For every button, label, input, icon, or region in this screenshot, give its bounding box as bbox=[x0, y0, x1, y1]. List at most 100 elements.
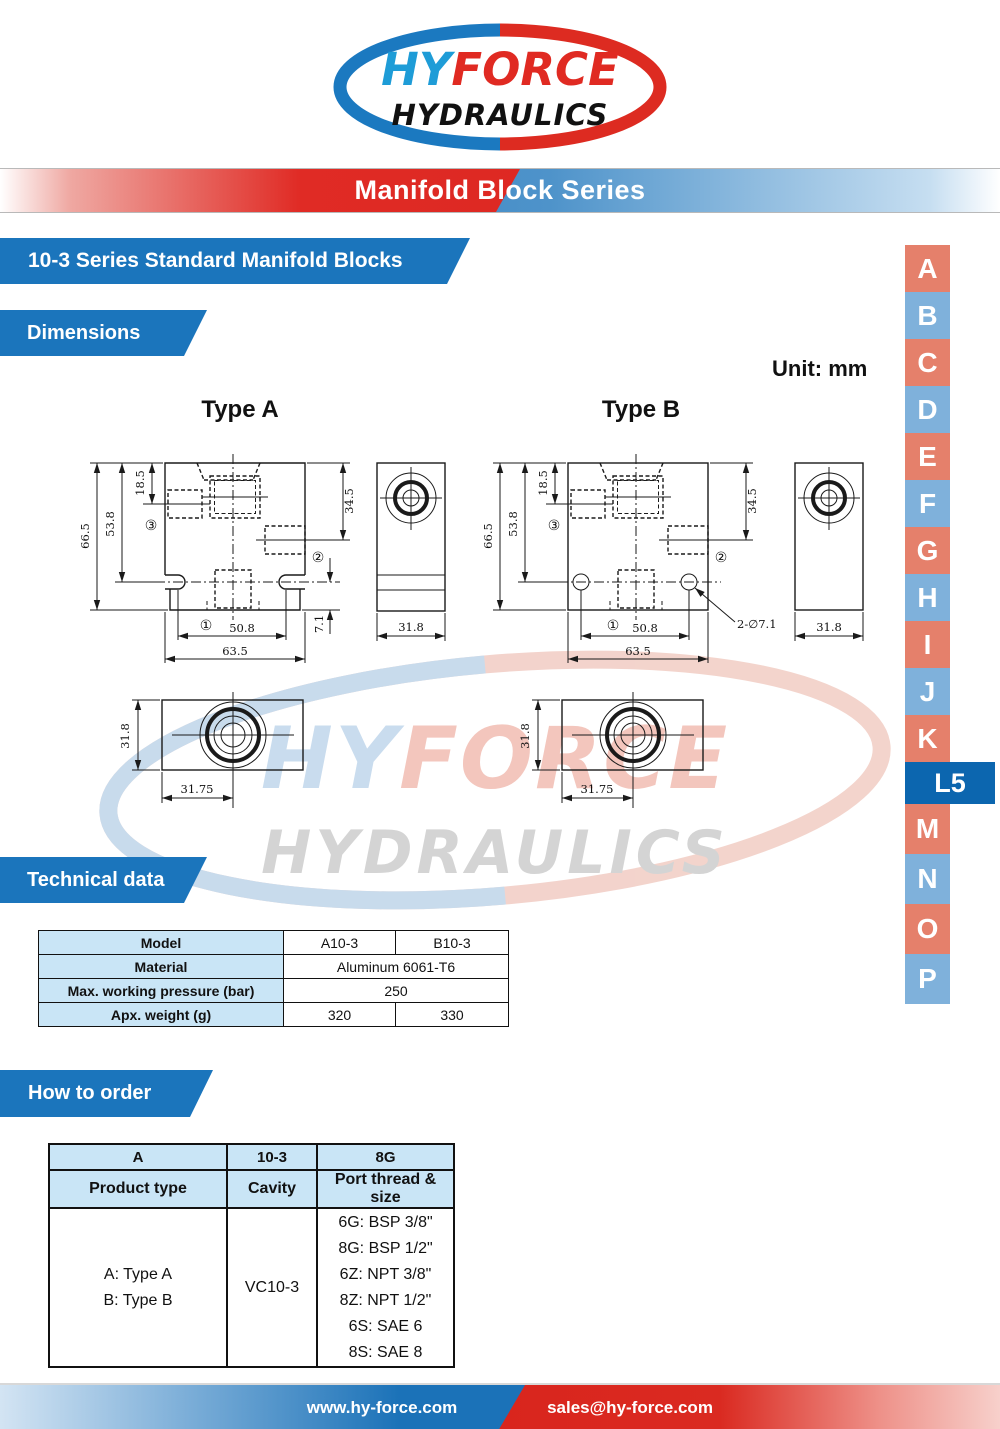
tech-value-model-a: A10-3 bbox=[283, 930, 396, 955]
main-banner-blue-half bbox=[496, 169, 1000, 212]
port-3-mark: ③ bbox=[548, 518, 561, 534]
company-logo: HYFORCE HYDRAULICS bbox=[333, 23, 667, 151]
table-row: Material Aluminum 6061-T6 bbox=[38, 954, 509, 979]
footer-blue-half bbox=[0, 1385, 525, 1429]
footer-bar: www.hy-force.com sales@hy-force.com bbox=[0, 1383, 1000, 1429]
technical-data-banner: Technical data bbox=[0, 857, 207, 903]
order-code-product: A bbox=[48, 1143, 228, 1171]
index-tab-o: O bbox=[905, 904, 950, 954]
dim-66-5: 66.5 bbox=[78, 523, 92, 549]
side-view-outline bbox=[794, 462, 864, 611]
dim-53-8: 53.8 bbox=[103, 511, 117, 537]
type-b-title: Type B bbox=[601, 396, 681, 423]
dim-31-8: 31.8 bbox=[518, 723, 532, 749]
dim-63-5: 63.5 bbox=[222, 644, 248, 658]
port-1-mark: ① bbox=[607, 618, 620, 634]
logo-oval-red bbox=[499, 23, 667, 151]
dim-7-1: 7.1 bbox=[312, 615, 326, 633]
tech-value-weight-b: 330 bbox=[395, 1002, 509, 1027]
dim-18-5: 18.5 bbox=[536, 470, 550, 496]
port-1-flange bbox=[206, 601, 260, 611]
footer-website-link[interactable]: www.hy-force.com bbox=[306, 1398, 458, 1417]
holes-leader-line bbox=[694, 587, 736, 623]
tech-label-pressure: Max. working pressure (bar) bbox=[38, 978, 284, 1003]
left-slot bbox=[165, 574, 186, 590]
tech-value-weight-a: 320 bbox=[283, 1002, 396, 1027]
logo-name: HYFORCE bbox=[381, 43, 619, 96]
main-banner-title: Manifold Block Series bbox=[354, 175, 646, 205]
table-row: A 10-3 8G bbox=[48, 1143, 455, 1171]
dim-50-8: 50.8 bbox=[632, 621, 658, 635]
top-port-taper bbox=[196, 462, 261, 481]
tech-label-material: Material bbox=[38, 954, 284, 979]
index-tab-g: G bbox=[905, 527, 950, 574]
port-option: 6Z: NPT 3/8" bbox=[339, 1265, 432, 1283]
block-outline bbox=[567, 462, 709, 611]
order-code-table: A 10-3 8G Product type Cavity Port threa… bbox=[48, 1143, 455, 1368]
order-code-port: 8G bbox=[316, 1143, 455, 1171]
index-tab-n: N bbox=[905, 854, 950, 904]
right-slot bbox=[278, 574, 305, 590]
index-tab-j: J bbox=[905, 668, 950, 715]
type-a-title: Type A bbox=[201, 396, 279, 423]
product-type-option-b: B: Type B bbox=[103, 1291, 173, 1309]
port-option: 8Z: NPT 1/2" bbox=[339, 1291, 432, 1309]
logo-oval-blue bbox=[333, 23, 501, 151]
dim-34-5: 34.5 bbox=[342, 488, 356, 514]
logo-subtitle: HYDRAULICS bbox=[392, 98, 609, 132]
index-tab-c: C bbox=[905, 339, 950, 386]
block-outline-lower bbox=[169, 589, 301, 611]
tech-value-pressure: 250 bbox=[283, 978, 509, 1003]
index-tab-d: D bbox=[905, 386, 950, 433]
port-option: 6G: BSP 3/8" bbox=[338, 1213, 433, 1231]
index-tab-f: F bbox=[905, 480, 950, 527]
main-series-banner: Manifold Block Series bbox=[0, 168, 1000, 213]
dim-63-5: 63.5 bbox=[625, 644, 651, 658]
port-2-mark: ② bbox=[312, 550, 325, 566]
index-tab-a: A bbox=[905, 245, 950, 292]
watermark-logo: HYFORCE HYDRAULICS bbox=[99, 650, 891, 910]
tech-value-model-b: B10-3 bbox=[395, 930, 509, 955]
port-1-flange bbox=[609, 601, 663, 611]
port-1-mark: ① bbox=[200, 618, 213, 634]
unit-note: Unit: mm bbox=[772, 356, 868, 381]
dimensions-heading-banner: Dimensions bbox=[0, 310, 207, 356]
side-view-outline bbox=[376, 462, 446, 612]
table-row: Model A10-3 B10-3 bbox=[38, 930, 509, 955]
index-tab-e: E bbox=[905, 433, 950, 480]
order-code-cavity: 10-3 bbox=[226, 1143, 318, 1171]
order-port-options: 6G: BSP 3/8" 8G: BSP 1/2" 6Z: NPT 3/8" 8… bbox=[316, 1207, 455, 1368]
tech-label-model: Model bbox=[38, 930, 284, 955]
index-tab-m: M bbox=[905, 804, 950, 854]
type-a-bottom-view: 31.8 31.75 bbox=[118, 692, 304, 808]
tech-value-material: Aluminum 6061-T6 bbox=[283, 954, 509, 979]
block-outline-upper bbox=[164, 462, 306, 575]
table-row: Product type Cavity Port thread & size bbox=[48, 1169, 455, 1209]
footer-email-link[interactable]: sales@hy-force.com bbox=[547, 1398, 713, 1417]
type-a-drawing: 66.5 53.8 18.5 34.5 7.1 50.8 63.5 ③ ② ① bbox=[78, 454, 446, 663]
index-tab-b: B bbox=[905, 292, 950, 339]
port-3-mark: ③ bbox=[145, 518, 158, 534]
dim-2x7-1: 2-∅7.1 bbox=[737, 617, 777, 631]
port-option: 6S: SAE 6 bbox=[348, 1317, 423, 1335]
dim-53-8: 53.8 bbox=[506, 511, 520, 537]
tech-label-weight: Apx. weight (g) bbox=[38, 1002, 284, 1027]
index-tab-i: I bbox=[905, 621, 950, 668]
watermark-text-2: HYDRAULICS bbox=[261, 818, 729, 888]
table-row: Max. working pressure (bar) 250 bbox=[38, 978, 509, 1003]
top-port-taper bbox=[599, 462, 664, 481]
dim-side-31-8: 31.8 bbox=[816, 620, 842, 634]
technical-data-table: Model A10-3 B10-3 Material Aluminum 6061… bbox=[38, 930, 509, 1027]
order-header-cavity: Cavity bbox=[226, 1169, 318, 1209]
dim-31-75: 31.75 bbox=[181, 782, 214, 796]
product-type-option-a: A: Type A bbox=[103, 1265, 173, 1283]
table-row: Apx. weight (g) 320 330 bbox=[38, 1002, 509, 1027]
dim-50-8: 50.8 bbox=[229, 621, 255, 635]
series-heading-banner: 10-3 Series Standard Manifold Blocks bbox=[0, 238, 470, 284]
index-tab-active-l5: L5 bbox=[905, 762, 995, 804]
port-2-mark: ② bbox=[715, 550, 728, 566]
table-row: A: Type A B: Type B VC10-3 6G: BSP 3/8" … bbox=[48, 1207, 455, 1368]
dim-31-8: 31.8 bbox=[118, 723, 132, 749]
port-1 bbox=[214, 569, 252, 609]
dim-66-5: 66.5 bbox=[481, 523, 495, 549]
